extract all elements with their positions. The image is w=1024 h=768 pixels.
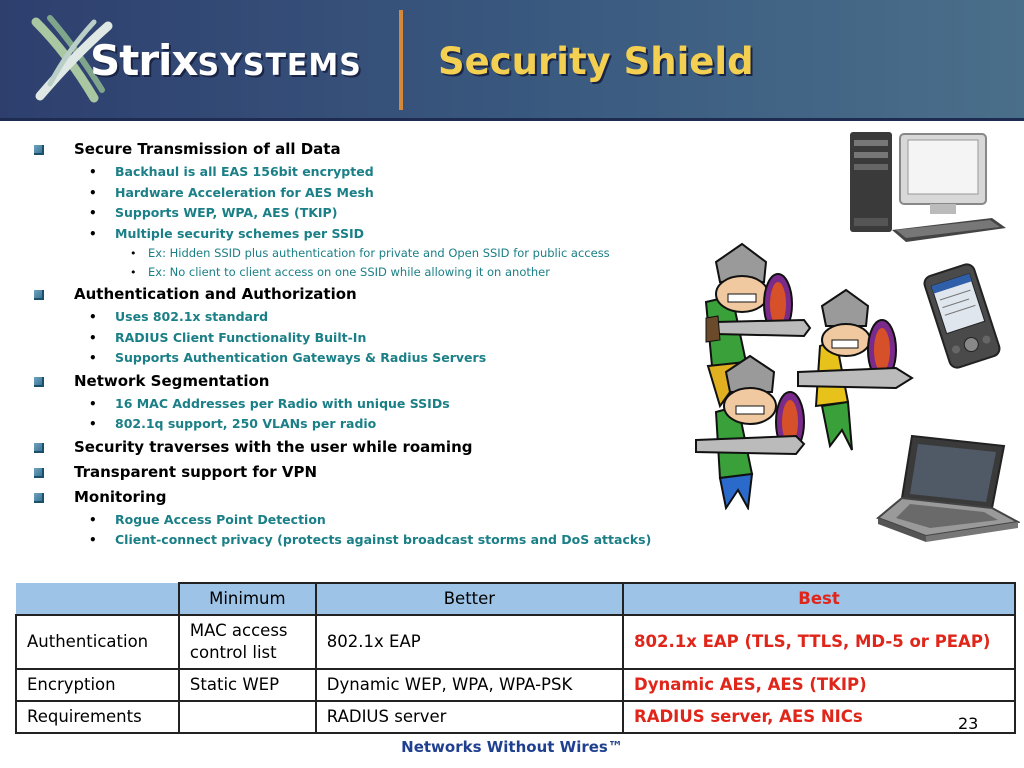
dot-bullet-icon: • [89,310,97,324]
table-row-label: Requirements [15,700,180,734]
sub-bullet-item: •802.1q support, 250 VLANs per radio [0,414,740,435]
table-row-label: Authentication [15,614,180,670]
dot-bullet-icon: • [130,247,137,260]
sub-bullet-item: •Uses 802.1x standard [0,307,740,328]
dot-bullet-icon: • [89,396,97,411]
square-bullet-icon [34,376,44,387]
sub-bullet-item: •Supports WEP, WPA, AES (TKIP) [0,203,740,224]
slide-header: StrixSYSTEMS Security Shield [0,0,1024,121]
sub-bullet-item: •Multiple security schemes per SSID [0,224,740,245]
knights-clipart-icon [686,242,924,512]
footer-tagline: Networks Without Wires™ [401,738,623,756]
bullet-item: Transparent support for VPN [0,460,740,485]
table-cell [177,700,317,734]
sub-sub-bullet-item: •Ex: No client to client access on one S… [0,263,740,282]
square-bullet-icon [34,145,44,155]
header-divider [399,10,403,110]
sub-bullet-item: •Client-connect privacy (protects agains… [0,530,740,551]
sub-bullet-item: •Supports Authentication Gateways & Radi… [0,348,740,369]
security-comparison-table: Minimum Better Best Authentication MAC a… [15,582,1016,734]
sub-bullet-item: •Rogue Access Point Detection [0,510,740,531]
bullet-list: Secure Transmission of all Data •Backhau… [0,137,740,551]
pda-icon [922,262,1002,370]
laptop-icon [872,432,1022,544]
square-bullet-icon [34,442,44,453]
table-cell: RADIUS server [314,700,625,734]
table-header-row: Minimum Better Best [16,582,1016,616]
table-cell: 802.1x EAP (TLS, TTLS, MD-5 or PEAP) [622,614,1016,670]
dot-bullet-icon: • [130,266,137,279]
table-cell: Dynamic WEP, WPA, WPA-PSK [314,668,625,702]
table-header-cell: Best [622,582,1016,616]
bullet-item: Secure Transmission of all Data [0,137,740,162]
strix-logo-icon: StrixSYSTEMS [28,14,368,104]
table-row: Requirements RADIUS server RADIUS server… [15,700,1016,734]
sub-bullet-item: •Hardware Acceleration for AES Mesh [0,183,740,204]
sub-bullet-item: •Backhaul is all EAS 156bit encrypted [0,162,740,183]
square-bullet-icon [34,492,44,503]
dot-bullet-icon: • [89,185,97,200]
sub-sub-bullet-item: •Ex: Hidden SSID plus authentication for… [0,244,740,263]
dot-bullet-icon: • [89,330,97,345]
sub-bullet-item: •RADIUS Client Functionality Built-In [0,328,740,349]
bullet-item: Network Segmentation [0,369,740,394]
dot-bullet-icon: • [89,206,97,220]
table-row: Encryption Static WEP Dynamic WEP, WPA, … [15,668,1016,702]
dot-bullet-icon: • [89,226,97,241]
table-cell: RADIUS server, AES NICs [622,700,1016,734]
table-header-cell: Better [314,582,625,616]
dot-bullet-icon: • [89,165,97,179]
dot-bullet-icon: • [89,533,97,547]
table-cell: Dynamic AES, AES (TKIP) [622,668,1016,702]
table-header-blank-cell [16,583,179,615]
dot-bullet-icon: • [89,351,97,365]
slide-title: Security Shield [438,40,754,83]
dot-bullet-icon: • [89,512,97,527]
table-row-label: Encryption [15,668,180,702]
bullet-item: Monitoring [0,485,740,510]
table-cell: MAC access control list [177,614,317,670]
square-bullet-icon [34,290,44,300]
table-row: Authentication MAC access control list 8… [15,614,1016,670]
page-number: 23 [958,714,979,733]
square-bullet-icon [34,467,44,478]
logo-wordmark: StrixSYSTEMS [90,36,362,85]
bullet-item: Authentication and Authorization [0,282,740,307]
bullet-item: Security traverses with the user while r… [0,435,740,460]
desktop-computer-icon [842,126,1008,244]
table-header-cell: Minimum [177,582,317,616]
table-cell: 802.1x EAP [314,614,625,670]
dot-bullet-icon: • [89,417,97,431]
sub-bullet-item: •16 MAC Addresses per Radio with unique … [0,394,740,415]
table-cell: Static WEP [177,668,317,702]
